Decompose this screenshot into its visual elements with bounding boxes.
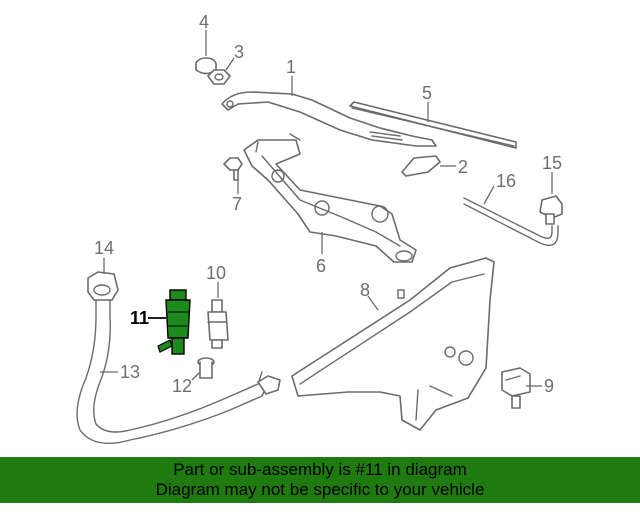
callout-12: 12 — [172, 376, 192, 396]
parts-diagram: 4 3 1 5 2 7 6 — [76, 12, 563, 444]
part-7-bolt — [223, 157, 243, 181]
part-8-washer-reservoir — [291, 257, 495, 431]
part-13-filler-hose — [76, 315, 281, 444]
part-16-washer-hose — [463, 197, 559, 246]
callout-13: 13 — [120, 362, 140, 382]
callout-9: 9 — [544, 376, 554, 396]
callout-1: 1 — [286, 57, 296, 77]
part-11-washer-pump-highlighted[interactable] — [157, 289, 191, 355]
callout-3: 3 — [234, 42, 244, 62]
banner-line-1: Part or sub-assembly is #11 in diagram — [173, 460, 467, 479]
part-14-filler-neck — [87, 271, 119, 317]
part-15-nozzle — [539, 195, 563, 225]
callout-16: 16 — [496, 171, 516, 191]
part-9-level-sensor — [501, 367, 531, 409]
part-12-grommet — [197, 357, 215, 379]
callout-2: 2 — [458, 157, 468, 177]
part-3-nut — [207, 69, 231, 85]
callout-15: 15 — [542, 153, 562, 173]
callout-6: 6 — [316, 256, 326, 276]
info-banner: Part or sub-assembly is #11 in diagram D… — [0, 457, 640, 503]
callout-4: 4 — [199, 12, 209, 32]
callout-11: 11 — [130, 308, 149, 328]
part-5-wiper-blade — [349, 101, 517, 149]
callout-7: 7 — [232, 194, 242, 214]
callout-14: 14 — [94, 238, 114, 258]
part-6-wiper-linkage — [243, 133, 417, 263]
callout-10: 10 — [206, 263, 226, 283]
part-2-bracket — [401, 155, 441, 177]
callout-8: 8 — [360, 280, 370, 300]
banner-line-2: Diagram may not be specific to your vehi… — [155, 480, 485, 499]
part-10-washer-pump — [207, 299, 229, 349]
callout-5: 5 — [422, 83, 432, 103]
part-1-wiper-arm — [221, 91, 437, 147]
